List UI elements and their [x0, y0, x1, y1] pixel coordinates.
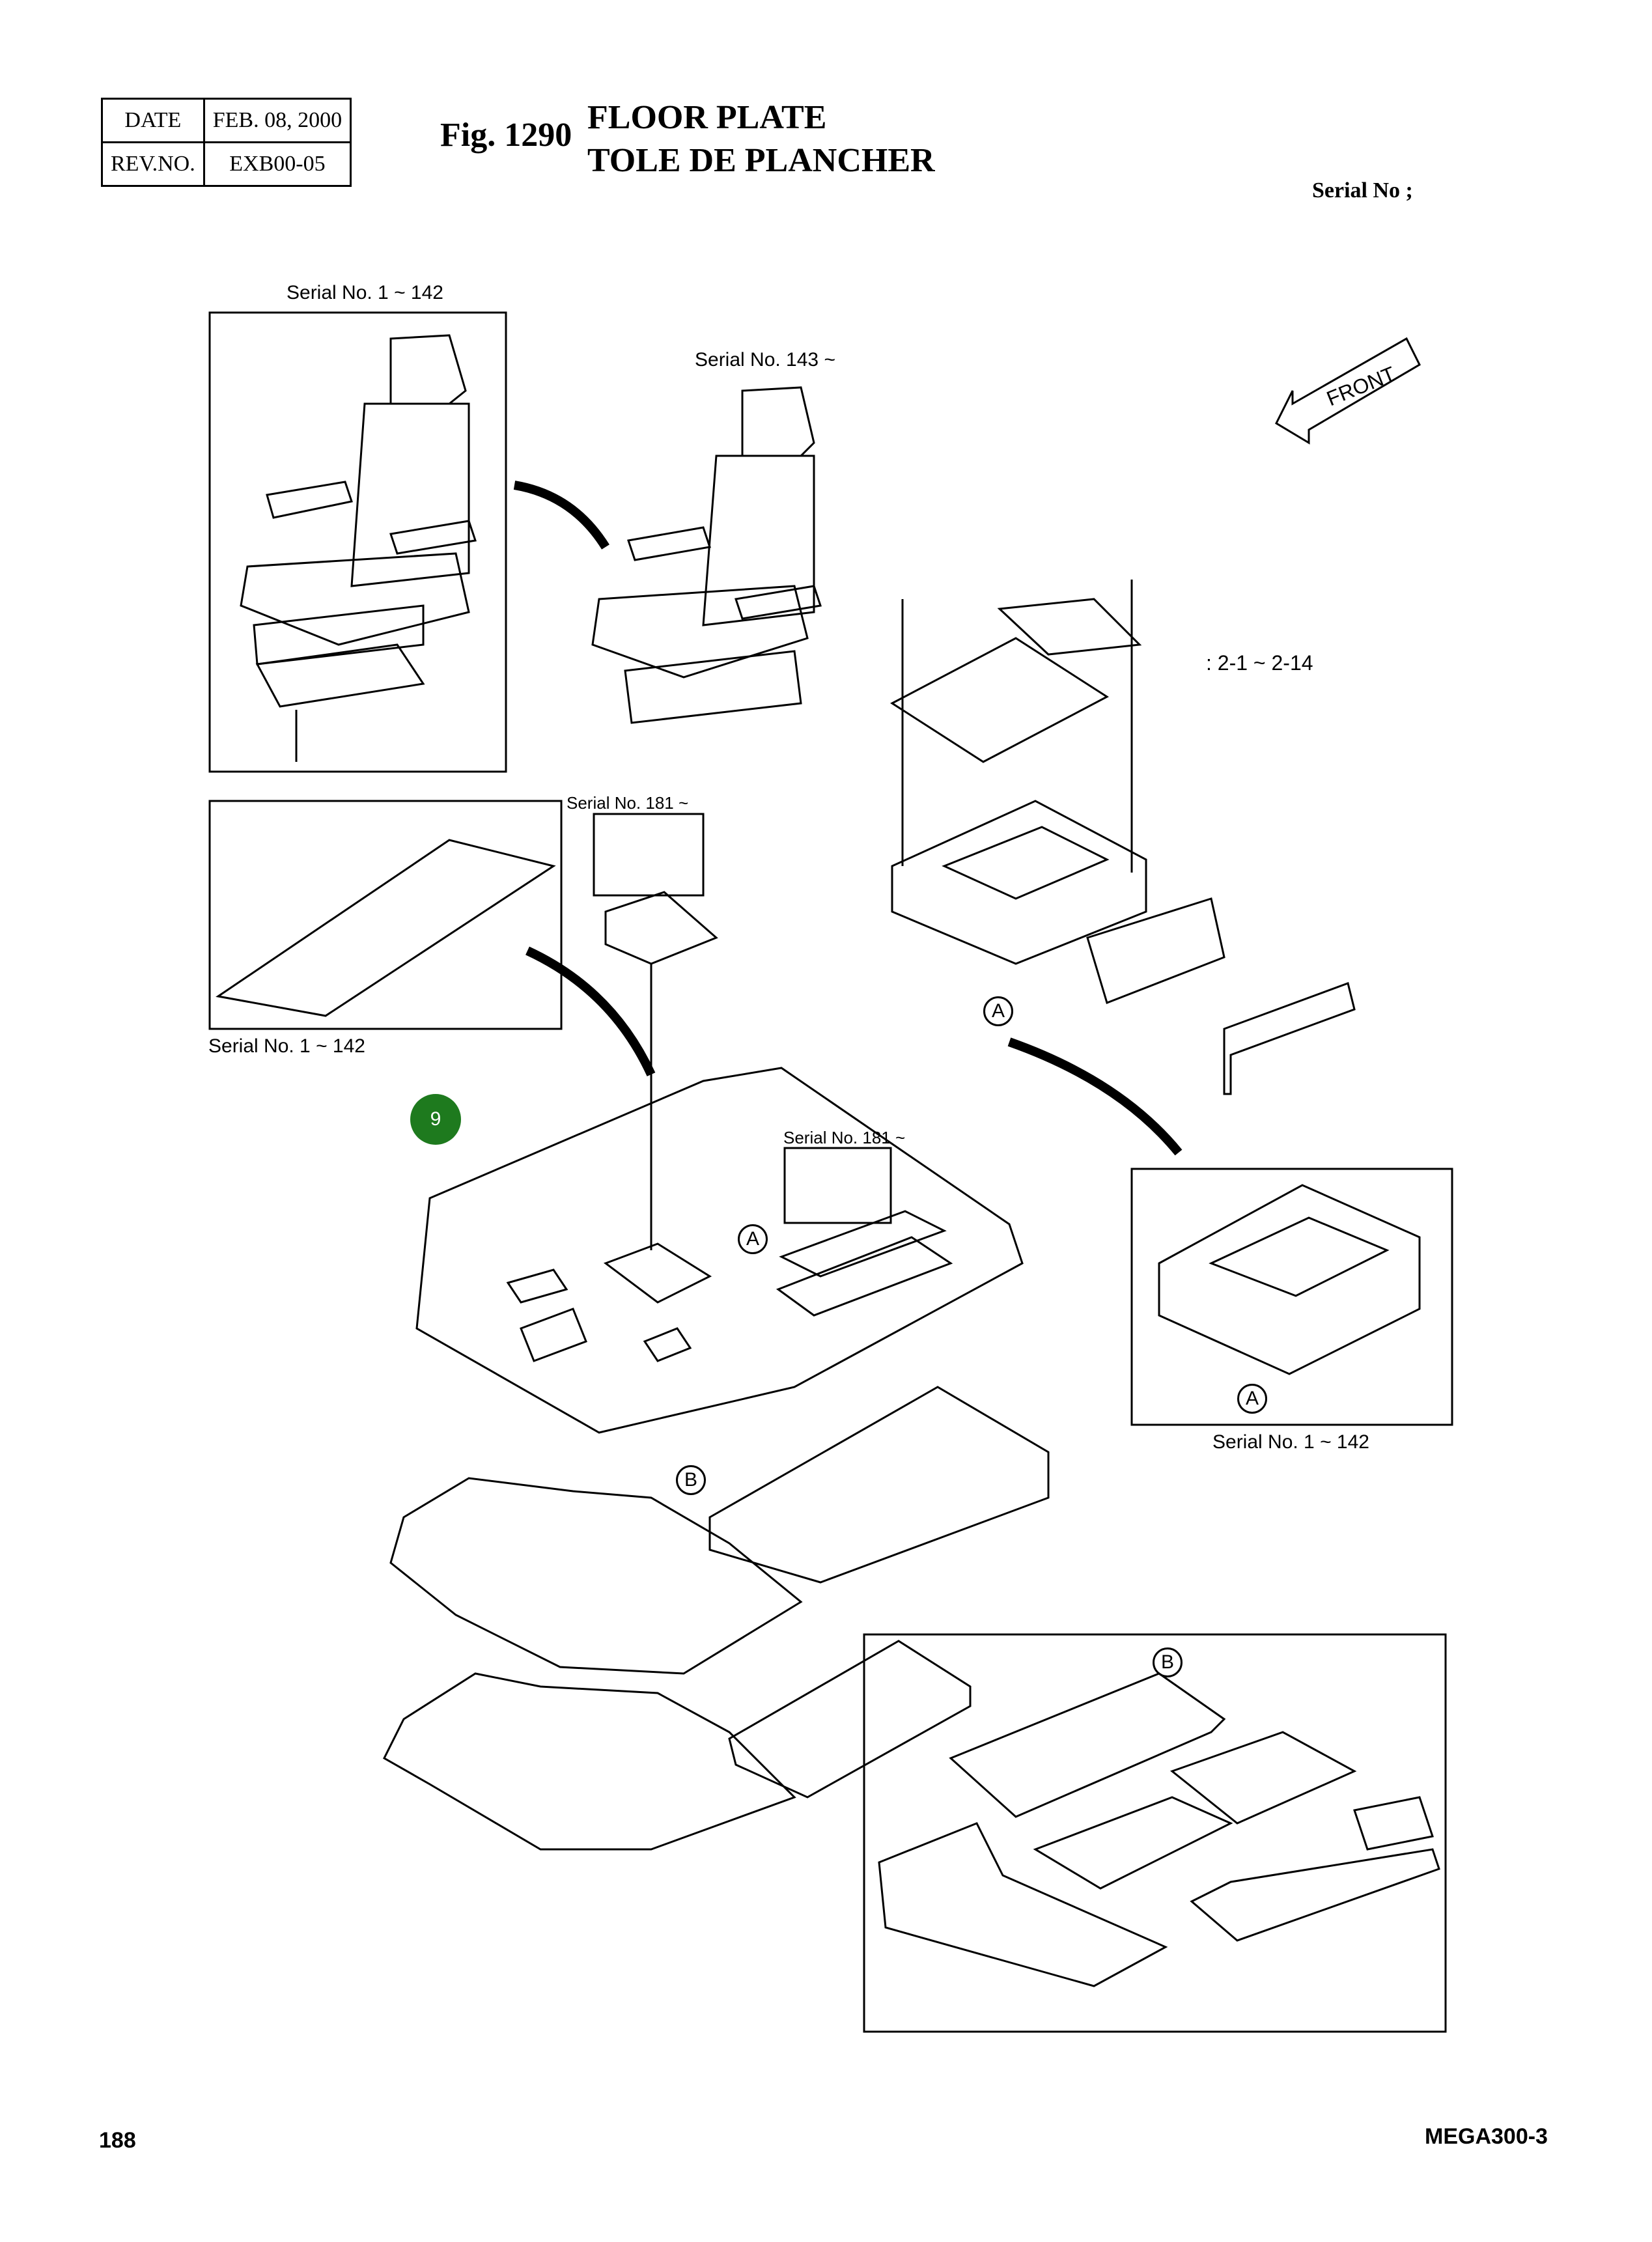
side-plate [1223, 982, 1356, 1095]
seat-old-frame [208, 311, 507, 773]
figure-number: Fig. 1290 [440, 117, 572, 154]
label-seat-new: Serial No. 143 ~ [695, 349, 835, 371]
page-number: 188 [99, 2128, 136, 2153]
floor-mat-left [389, 1477, 803, 1675]
date-value: FEB. 08, 2000 [203, 98, 352, 143]
label-floor-old: Serial No. 1 ~ 142 [208, 1035, 365, 1057]
ref-circle-a3: A [1237, 1384, 1267, 1414]
access-plate [779, 1210, 947, 1278]
seat-old-icon [240, 334, 477, 762]
revision-table: DATE FEB. 08, 2000 REV.NO. EXB00-05 [101, 98, 352, 187]
serial-181-box-top [593, 813, 705, 897]
floor-plate [415, 1067, 1024, 1434]
label-seat-old: Serial No. 1 ~ 142 [287, 282, 443, 303]
serial-181-box-mid [783, 1147, 892, 1224]
floor-insulation-right [728, 1640, 972, 1799]
model-name: MEGA300-3 [1425, 2124, 1548, 2149]
ref-circle-b1: B [676, 1465, 706, 1495]
insulation-detail-frame [863, 1633, 1447, 2033]
front-arrow [1275, 337, 1421, 445]
battery-box [891, 800, 1147, 965]
ref-circle-b2: B [1153, 1647, 1183, 1677]
label-ref-group: : 2-1 ~ 2-14 [1206, 651, 1313, 675]
box-old-frame [1130, 1168, 1453, 1426]
serial-header: Serial No ; [1312, 178, 1413, 203]
seat-new-icon [591, 386, 822, 724]
label-serial-181-mid: Serial No. 181 ~ [783, 1128, 906, 1147]
label-box-old: Serial No. 1 ~ 142 [1212, 1431, 1369, 1453]
ref-circle-a2: A [738, 1224, 768, 1254]
label-serial-181-top: Serial No. 181 ~ [567, 793, 689, 813]
title-english: FLOOR PLATE [587, 99, 827, 136]
page-title: FLOOR PLATE TOLE DE PLANCHER [587, 96, 935, 182]
part-callout-9[interactable]: 9 [410, 1094, 461, 1145]
cover-plate [890, 637, 1109, 763]
transition-arrow-3 [1007, 1037, 1183, 1156]
rev-value: EXB00-05 [203, 141, 352, 187]
floor-insulation-left [383, 1672, 796, 1851]
floor-old-frame [208, 800, 563, 1030]
title-french: TOLE DE PLANCHER [587, 142, 935, 179]
cover-plate-small [997, 598, 1142, 656]
floor-mat-right [708, 1386, 1050, 1584]
ref-circle-a1: A [983, 996, 1013, 1026]
tray [1086, 897, 1225, 1004]
transition-arrow-1 [513, 481, 609, 550]
rev-label: REV.NO. [101, 141, 205, 187]
transition-arrow-2 [525, 946, 656, 1076]
small-plate [604, 891, 718, 965]
date-label: DATE [101, 98, 205, 143]
